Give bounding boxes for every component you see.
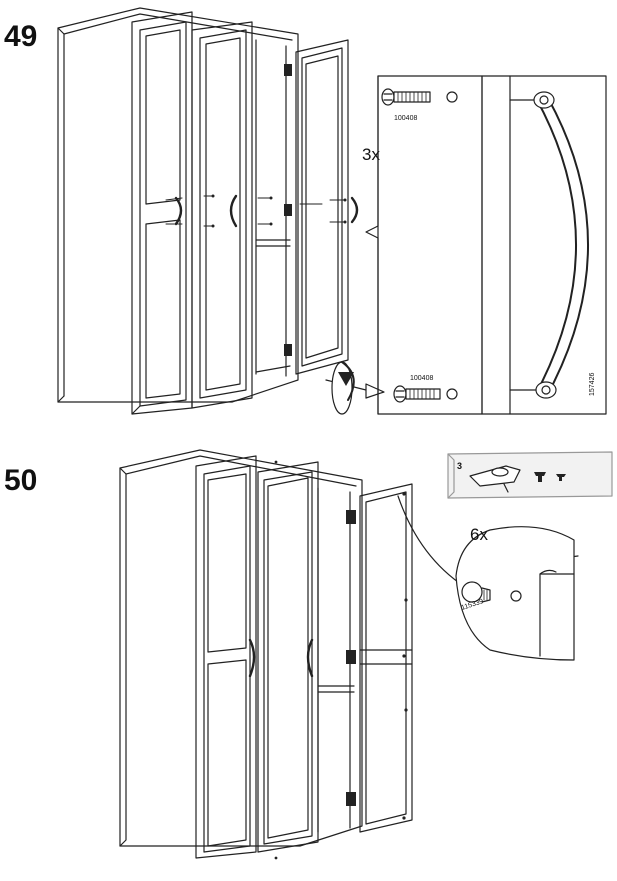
step-number: 50 xyxy=(4,464,37,497)
hinge-icon xyxy=(284,64,292,356)
parts-kit-strip: 3 xyxy=(447,451,613,499)
quantity-label: 3x xyxy=(362,145,380,164)
shelf-peg-icon xyxy=(469,465,521,493)
handle-icon xyxy=(350,196,359,224)
part-code: 157426 xyxy=(589,373,596,396)
wardrobe-carcass xyxy=(57,7,299,403)
handle-icon xyxy=(174,196,183,226)
shelf-peg-icon xyxy=(461,581,522,603)
step-49: 49 xyxy=(4,7,607,415)
handle-detail-panel xyxy=(481,75,607,415)
screwdriver-icon xyxy=(325,361,385,415)
screw-icon xyxy=(534,472,566,482)
rotation-arrow-icon xyxy=(338,372,354,386)
shelf-peg-holes xyxy=(274,460,408,860)
middle-door xyxy=(257,461,319,853)
detail-panel xyxy=(377,75,483,415)
kit-count: 3 xyxy=(457,461,462,471)
middle-door xyxy=(191,21,253,409)
left-door xyxy=(195,455,257,859)
quantity-label: 6x xyxy=(470,525,488,544)
handle-icon xyxy=(248,638,256,678)
hinge-icon xyxy=(346,510,356,806)
handle-icon xyxy=(229,194,238,228)
screw-icon xyxy=(393,385,458,403)
part-code: 100408 xyxy=(410,375,433,382)
step-50: 50 xyxy=(4,449,613,860)
handle-icon xyxy=(509,91,589,399)
screw-icon xyxy=(381,88,458,106)
right-door xyxy=(295,39,349,375)
left-door xyxy=(131,11,193,415)
step-number: 49 xyxy=(4,20,37,53)
handle-icon xyxy=(306,638,314,678)
callout-bracket xyxy=(365,75,379,415)
right-door xyxy=(359,483,413,833)
part-code: 100408 xyxy=(394,115,417,122)
